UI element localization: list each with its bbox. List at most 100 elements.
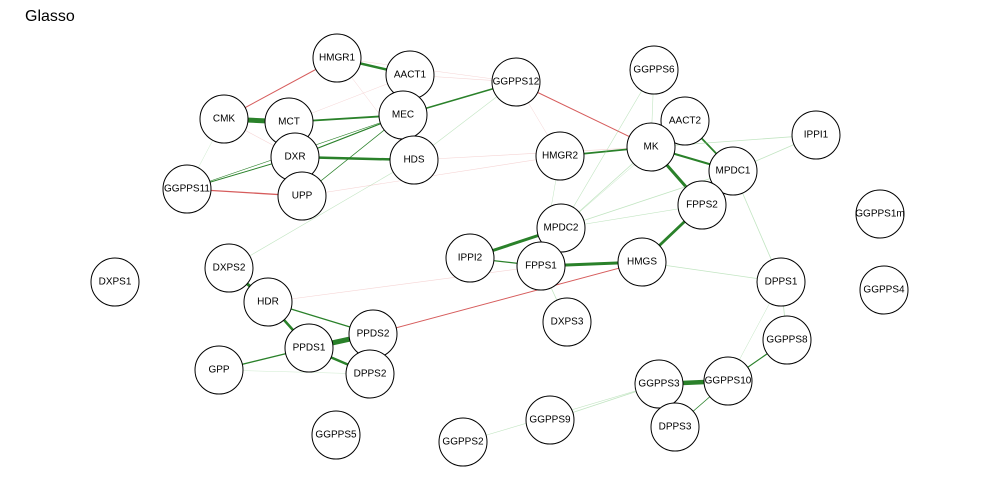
node-aact2: AACT2 xyxy=(660,96,710,146)
node-ggpps6: GGPPS6 xyxy=(629,45,679,95)
node-circle xyxy=(277,171,327,221)
node-ggpps10: GGPPS10 xyxy=(703,356,753,406)
node-circle xyxy=(762,315,812,365)
edge-ppds2-hmgs xyxy=(372,261,643,335)
node-ggpps5: GGPPS5 xyxy=(311,410,361,460)
node-circle xyxy=(199,94,249,144)
node-fpps1: FPPS1 xyxy=(516,241,566,291)
node-dxps2: DXPS2 xyxy=(204,243,254,293)
node-ppds1: PPDS1 xyxy=(284,323,334,373)
node-circle xyxy=(311,410,361,460)
node-circle xyxy=(491,57,541,107)
node-dxps1: DXPS1 xyxy=(90,257,140,307)
edge-dxps2-hds xyxy=(228,159,415,269)
node-label: HMGR2 xyxy=(542,151,579,162)
node-label: MK xyxy=(644,142,659,153)
edge-ggpps6-mpdc2 xyxy=(560,69,655,229)
node-mk: MK xyxy=(626,122,676,172)
node-label: PPDS1 xyxy=(293,343,326,354)
node-ggpps8: GGPPS8 xyxy=(762,315,812,365)
node-label: MEC xyxy=(392,110,414,121)
edge-mpdc2-mpdc1 xyxy=(560,170,734,229)
node-label: HDR xyxy=(257,297,279,308)
node-circle xyxy=(194,345,244,395)
node-circle xyxy=(859,265,909,315)
node-hmgr2: HMGR2 xyxy=(535,131,585,181)
node-mpdc1: MPDC1 xyxy=(708,146,758,196)
node-circle xyxy=(650,402,700,452)
node-ggpps2: GGPPS2 xyxy=(438,417,488,467)
node-circle xyxy=(445,233,495,283)
node-label: GGPPS10 xyxy=(705,376,752,387)
node-ippi1: IPPI1 xyxy=(791,110,841,160)
node-cmk: CMK xyxy=(199,94,249,144)
node-label: DPPS3 xyxy=(659,422,692,433)
node-label: GGPPS12 xyxy=(493,77,540,88)
node-label: GGPPS6 xyxy=(633,65,675,76)
edge-hds-mk xyxy=(413,146,652,161)
node-aact1: AACT1 xyxy=(385,50,435,100)
node-circle xyxy=(243,277,293,327)
edge-ggpps12-mk xyxy=(515,81,652,148)
node-dpps2: DPPS2 xyxy=(345,349,395,399)
node-ggpps4: GGPPS4 xyxy=(859,265,909,315)
node-label: HMGS xyxy=(627,257,657,268)
node-dpps3: DPPS3 xyxy=(650,402,700,452)
node-label: DPPS2 xyxy=(354,369,387,380)
node-hdr: HDR xyxy=(243,277,293,327)
node-label: GPP xyxy=(208,365,229,376)
node-circle xyxy=(90,257,140,307)
node-label: GGPPS5 xyxy=(315,430,357,441)
node-dxps3: DXPS3 xyxy=(542,297,592,347)
node-label: DXR xyxy=(284,152,305,163)
node-label: MCT xyxy=(278,117,300,128)
node-label: MPDC1 xyxy=(715,166,750,177)
node-label: AACT2 xyxy=(669,116,702,127)
edge-mk-ippi1 xyxy=(650,134,817,148)
node-label: GGPPS1m xyxy=(855,209,904,220)
node-label: GGPPS3 xyxy=(638,379,680,390)
node-circle xyxy=(389,135,439,185)
graph-title: Glasso xyxy=(25,8,75,25)
node-circle xyxy=(756,257,806,307)
node-label: MPDC2 xyxy=(543,223,578,234)
node-ggpps12: GGPPS12 xyxy=(491,57,541,107)
node-circle xyxy=(677,180,727,230)
node-mec: MEC xyxy=(378,90,428,140)
node-circle xyxy=(791,110,841,160)
node-label: PPDS2 xyxy=(357,329,390,340)
node-label: FPPS1 xyxy=(525,261,557,272)
node-circle xyxy=(542,297,592,347)
node-ggpps9: GGPPS9 xyxy=(525,395,575,445)
node-label: IPPI2 xyxy=(458,253,483,264)
node-circle xyxy=(703,356,753,406)
node-circle xyxy=(660,96,710,146)
node-circle xyxy=(535,131,585,181)
node-circle xyxy=(626,122,676,172)
node-label: UPP xyxy=(292,191,313,202)
node-label: HMGR1 xyxy=(319,53,356,64)
node-hmgr1: HMGR1 xyxy=(312,33,362,83)
node-label: DXPS1 xyxy=(99,277,132,288)
node-circle xyxy=(162,164,212,214)
node-label: GGPPS4 xyxy=(863,285,905,296)
node-circle xyxy=(708,146,758,196)
node-label: DXPS2 xyxy=(213,263,246,274)
node-label: GGPPS11 xyxy=(164,184,210,195)
node-upp: UPP xyxy=(277,171,327,221)
node-label: DPPS1 xyxy=(765,277,798,288)
node-ippi2: IPPI2 xyxy=(445,233,495,283)
node-circle xyxy=(345,349,395,399)
node-ggpps3: GGPPS3 xyxy=(634,359,684,409)
edge-hdr-fpps1 xyxy=(267,265,542,303)
node-label: HDS xyxy=(403,155,424,166)
node-circle xyxy=(525,395,575,445)
node-circle xyxy=(629,45,679,95)
node-hds: HDS xyxy=(389,135,439,185)
node-gpp: GPP xyxy=(194,345,244,395)
node-circle xyxy=(204,243,254,293)
node-fpps2: FPPS2 xyxy=(677,180,727,230)
edge-gpp-dpps2 xyxy=(218,369,371,375)
